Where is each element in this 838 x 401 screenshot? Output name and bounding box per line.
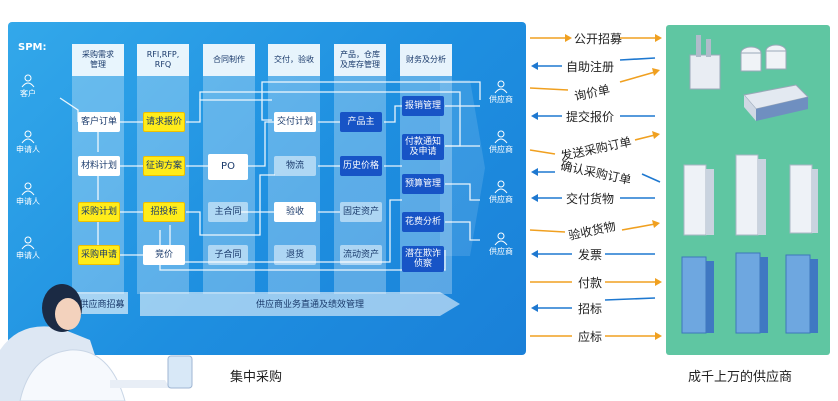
box-sub-contract: 子合同: [208, 245, 248, 265]
spm-label: SPM:: [18, 42, 47, 53]
actor-requester-3: 申请人: [8, 236, 48, 261]
actor-label: 供应商: [489, 247, 513, 256]
actor-requester-1: 申请人: [8, 130, 48, 155]
person-icon: [21, 74, 35, 88]
column-header-inventory: 产品，仓库 及库存管理: [334, 44, 386, 76]
person-laptop-illustration: [0, 284, 193, 401]
box-price-history: 历史价格: [340, 156, 382, 176]
box-material-plan: 材料计划: [78, 156, 120, 176]
actor-label: 供应商: [489, 195, 513, 204]
label-submit-quote: 提交报价: [566, 110, 615, 124]
box-fixed-assets: 固定资产: [340, 202, 382, 222]
actor-label: 客户: [20, 89, 36, 98]
actor-label: 申请人: [16, 197, 40, 206]
box-spend-analysis: 花费分析: [402, 212, 444, 232]
actor-customer: 客户: [8, 74, 48, 99]
box-master-contract: 主合同: [208, 202, 248, 222]
box-request-quote: 请求报价: [143, 112, 185, 132]
actor-label: 申请人: [16, 251, 40, 260]
actor-label: 供应商: [489, 95, 513, 104]
label-invoice: 发票: [578, 248, 603, 262]
box-delivery-plan: 交付计划: [274, 112, 316, 132]
label-tender: 招标: [578, 302, 603, 316]
box-logistics: 物流: [274, 156, 316, 176]
box-budget: 预算管理: [402, 174, 444, 194]
supplier-icon: [494, 232, 508, 246]
box-bidding: 招投标: [143, 202, 185, 222]
caption-central-procurement: 集中采购: [230, 370, 283, 385]
buildings-illustration: [681, 35, 818, 334]
column-header-contract: 合同制作: [203, 44, 255, 76]
actor-label: 供应商: [489, 145, 513, 154]
person-icon: [21, 182, 35, 196]
caption-suppliers: 成千上万的供应商: [688, 370, 793, 385]
box-return: 退货: [274, 245, 316, 265]
box-customer-order: 客户订单: [78, 112, 120, 132]
actor-supplier-4: 供应商: [481, 232, 521, 257]
supplier-icon: [494, 180, 508, 194]
column-header-delivery: 交付，验收: [268, 44, 320, 76]
box-purchase-plan: 采购计划: [78, 202, 120, 222]
box-current-assets: 流动资产: [340, 245, 382, 265]
box-po: PO: [208, 154, 248, 180]
person-icon: [21, 130, 35, 144]
box-reimbursement: 报销管理: [402, 96, 444, 116]
column-header-demand: 采购需求 管理: [72, 44, 124, 76]
box-auction: 竞价: [143, 245, 185, 265]
column-header-rfx: RFI,RFP, RFQ: [137, 44, 189, 76]
box-purchase-request: 采购申请: [78, 245, 120, 265]
supplier-icon: [494, 80, 508, 94]
box-payment-notice: 付款通知 及申请: [402, 134, 444, 160]
label-bid: 应标: [578, 330, 603, 344]
label-self-register: 自助注册: [566, 60, 615, 74]
actor-supplier-3: 供应商: [481, 180, 521, 205]
box-fraud-detection: 潜在欺诈 侦察: [402, 246, 444, 272]
box-product-master: 产品主: [340, 112, 382, 132]
actor-requester-2: 申请人: [8, 182, 48, 207]
actor-supplier-1: 供应商: [481, 80, 521, 105]
label-deliver-goods: 交付货物: [566, 192, 615, 206]
label-payment: 付款: [578, 276, 603, 290]
supplier-icon: [494, 130, 508, 144]
actor-supplier-2: 供应商: [481, 130, 521, 155]
person-icon: [21, 236, 35, 250]
box-acceptance: 验收: [274, 202, 316, 222]
supplier-recruitment-bar: 供应商招募: [76, 292, 128, 314]
supplier-performance-bar: 供应商业务直通及绩效管理: [255, 299, 364, 310]
po-label: PO: [221, 161, 235, 172]
column-header-finance: 财务及分析: [400, 44, 452, 76]
label-open-recruit: 公开招募: [574, 32, 623, 46]
actor-label: 申请人: [16, 145, 40, 154]
box-solicit-proposal: 征询方案: [143, 156, 185, 176]
